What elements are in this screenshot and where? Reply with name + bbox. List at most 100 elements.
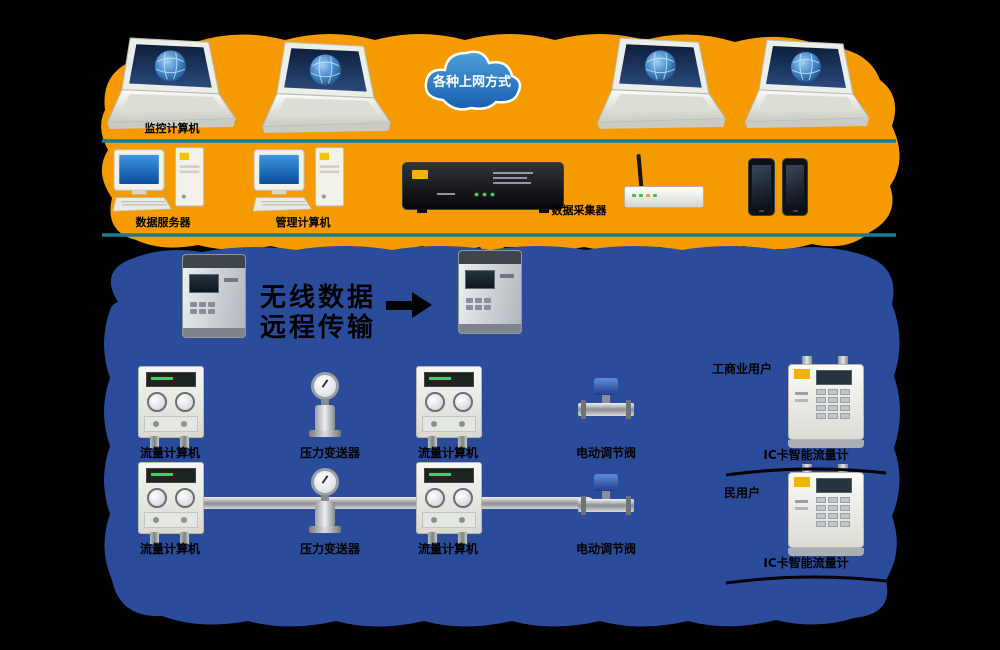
phone-screen bbox=[785, 165, 804, 206]
pressure-gauge bbox=[425, 392, 445, 412]
kiosk-card-slot bbox=[500, 274, 514, 278]
display-digits bbox=[429, 377, 451, 380]
pressure-gauge bbox=[175, 392, 195, 412]
rack-foot bbox=[417, 209, 427, 213]
kiosk-screen bbox=[465, 270, 495, 289]
laptop-1 bbox=[100, 36, 245, 131]
underline-swoosh-2 bbox=[725, 575, 887, 585]
rack-text-line bbox=[493, 172, 533, 174]
valve-pipe bbox=[578, 499, 634, 512]
mounting-flange bbox=[309, 430, 341, 437]
pipe-flange bbox=[626, 400, 631, 419]
row1-caption-4: 电动调节阀 bbox=[575, 446, 636, 460]
keypad-key bbox=[828, 505, 838, 511]
keypad-key bbox=[475, 298, 482, 303]
pipe-flange bbox=[581, 400, 586, 419]
transfer-caption-line-1: 无线数据 bbox=[259, 283, 376, 313]
valve-actuator bbox=[594, 474, 618, 491]
keypad-key bbox=[840, 397, 850, 403]
wireless-transfer-caption: 无线数据 远程传输 bbox=[258, 283, 378, 344]
keypad-key bbox=[199, 302, 206, 307]
device-display bbox=[146, 372, 196, 387]
vending-kiosk-1 bbox=[182, 254, 246, 338]
pressure-gauge bbox=[453, 488, 473, 508]
pipeline bbox=[146, 497, 594, 509]
kiosk-card-slot bbox=[224, 278, 238, 282]
meter-brand-badge bbox=[794, 477, 810, 487]
keypad-key bbox=[484, 305, 491, 310]
rack-led bbox=[491, 193, 494, 196]
meter-base bbox=[788, 548, 864, 556]
rack-text-line bbox=[493, 182, 531, 184]
transmitter-neck bbox=[321, 495, 329, 502]
pressure-gauge bbox=[147, 392, 167, 412]
pipe-flange bbox=[626, 496, 631, 515]
keypad-key bbox=[840, 413, 850, 419]
router-led bbox=[639, 194, 643, 197]
data-collector-rack bbox=[402, 162, 564, 213]
pipe-stub bbox=[180, 436, 189, 448]
pipe-stub bbox=[802, 356, 812, 366]
row2-caption-3: 流量计算机 bbox=[417, 542, 478, 556]
router-body bbox=[624, 186, 704, 208]
phone-screen bbox=[752, 165, 771, 206]
device-display bbox=[424, 468, 474, 483]
keypad-key bbox=[816, 513, 826, 519]
meter-display bbox=[816, 370, 852, 385]
keypad-key bbox=[466, 305, 473, 310]
panel-knob bbox=[431, 517, 437, 523]
rack-led bbox=[475, 193, 478, 196]
blue-band-shape bbox=[104, 246, 900, 627]
keypad-key bbox=[208, 309, 215, 314]
residential-user-note: 民用户 bbox=[723, 486, 760, 500]
kiosk-header bbox=[183, 255, 245, 268]
panel-knob bbox=[459, 517, 465, 523]
pipe-stub bbox=[838, 356, 848, 366]
kiosk-header bbox=[459, 251, 521, 264]
workstation-caption: 管理计算机 bbox=[275, 216, 331, 229]
row1-caption-2: 压力变送器 bbox=[299, 446, 360, 460]
cloud-shape bbox=[424, 50, 522, 111]
pipe-flange bbox=[581, 496, 586, 515]
keypad-key bbox=[828, 389, 838, 395]
panel-knob bbox=[431, 421, 437, 427]
underline-swoosh-1 bbox=[725, 467, 887, 477]
control-valve-1 bbox=[578, 378, 634, 428]
arrow-head bbox=[412, 292, 432, 318]
panel-knob bbox=[153, 517, 159, 523]
keypad-key bbox=[816, 497, 826, 503]
keypad-key bbox=[828, 497, 838, 503]
laptop-3 bbox=[590, 36, 735, 131]
vending-kiosk-2 bbox=[458, 250, 522, 334]
rack-brand-badge bbox=[412, 170, 428, 179]
keypad-key bbox=[840, 521, 850, 527]
keypad-key bbox=[828, 413, 838, 419]
keypad-key bbox=[816, 389, 826, 395]
keypad-key bbox=[816, 521, 826, 527]
kiosk-base bbox=[459, 324, 521, 333]
pressure-gauge bbox=[453, 392, 473, 412]
keypad-key bbox=[828, 397, 838, 403]
rack-text-line bbox=[493, 177, 527, 179]
keypad-key bbox=[199, 309, 206, 314]
keypad-key bbox=[828, 405, 838, 411]
laptop-2 bbox=[255, 40, 400, 135]
meter2-caption: IC卡智能流量计 bbox=[763, 556, 849, 570]
arrow-shaft bbox=[386, 301, 412, 310]
pressure-transmitter-2 bbox=[300, 468, 350, 536]
pressure-gauge bbox=[425, 488, 445, 508]
transmitter-body bbox=[315, 501, 335, 527]
pipe-stub bbox=[150, 532, 159, 544]
pipe-stub bbox=[428, 436, 437, 448]
device-panel bbox=[144, 416, 198, 432]
device-panel bbox=[422, 416, 476, 432]
pressure-gauge bbox=[147, 488, 167, 508]
pipe-stub bbox=[428, 532, 437, 544]
laptop-caption: 监控计算机 bbox=[144, 122, 200, 135]
cloud-label: 各种上网方式 bbox=[432, 74, 511, 90]
display-digits bbox=[151, 473, 173, 476]
row1-caption-3: 流量计算机 bbox=[417, 446, 478, 460]
mounting-flange bbox=[309, 526, 341, 533]
keypad-key bbox=[190, 302, 197, 307]
valve-stem bbox=[602, 491, 610, 499]
